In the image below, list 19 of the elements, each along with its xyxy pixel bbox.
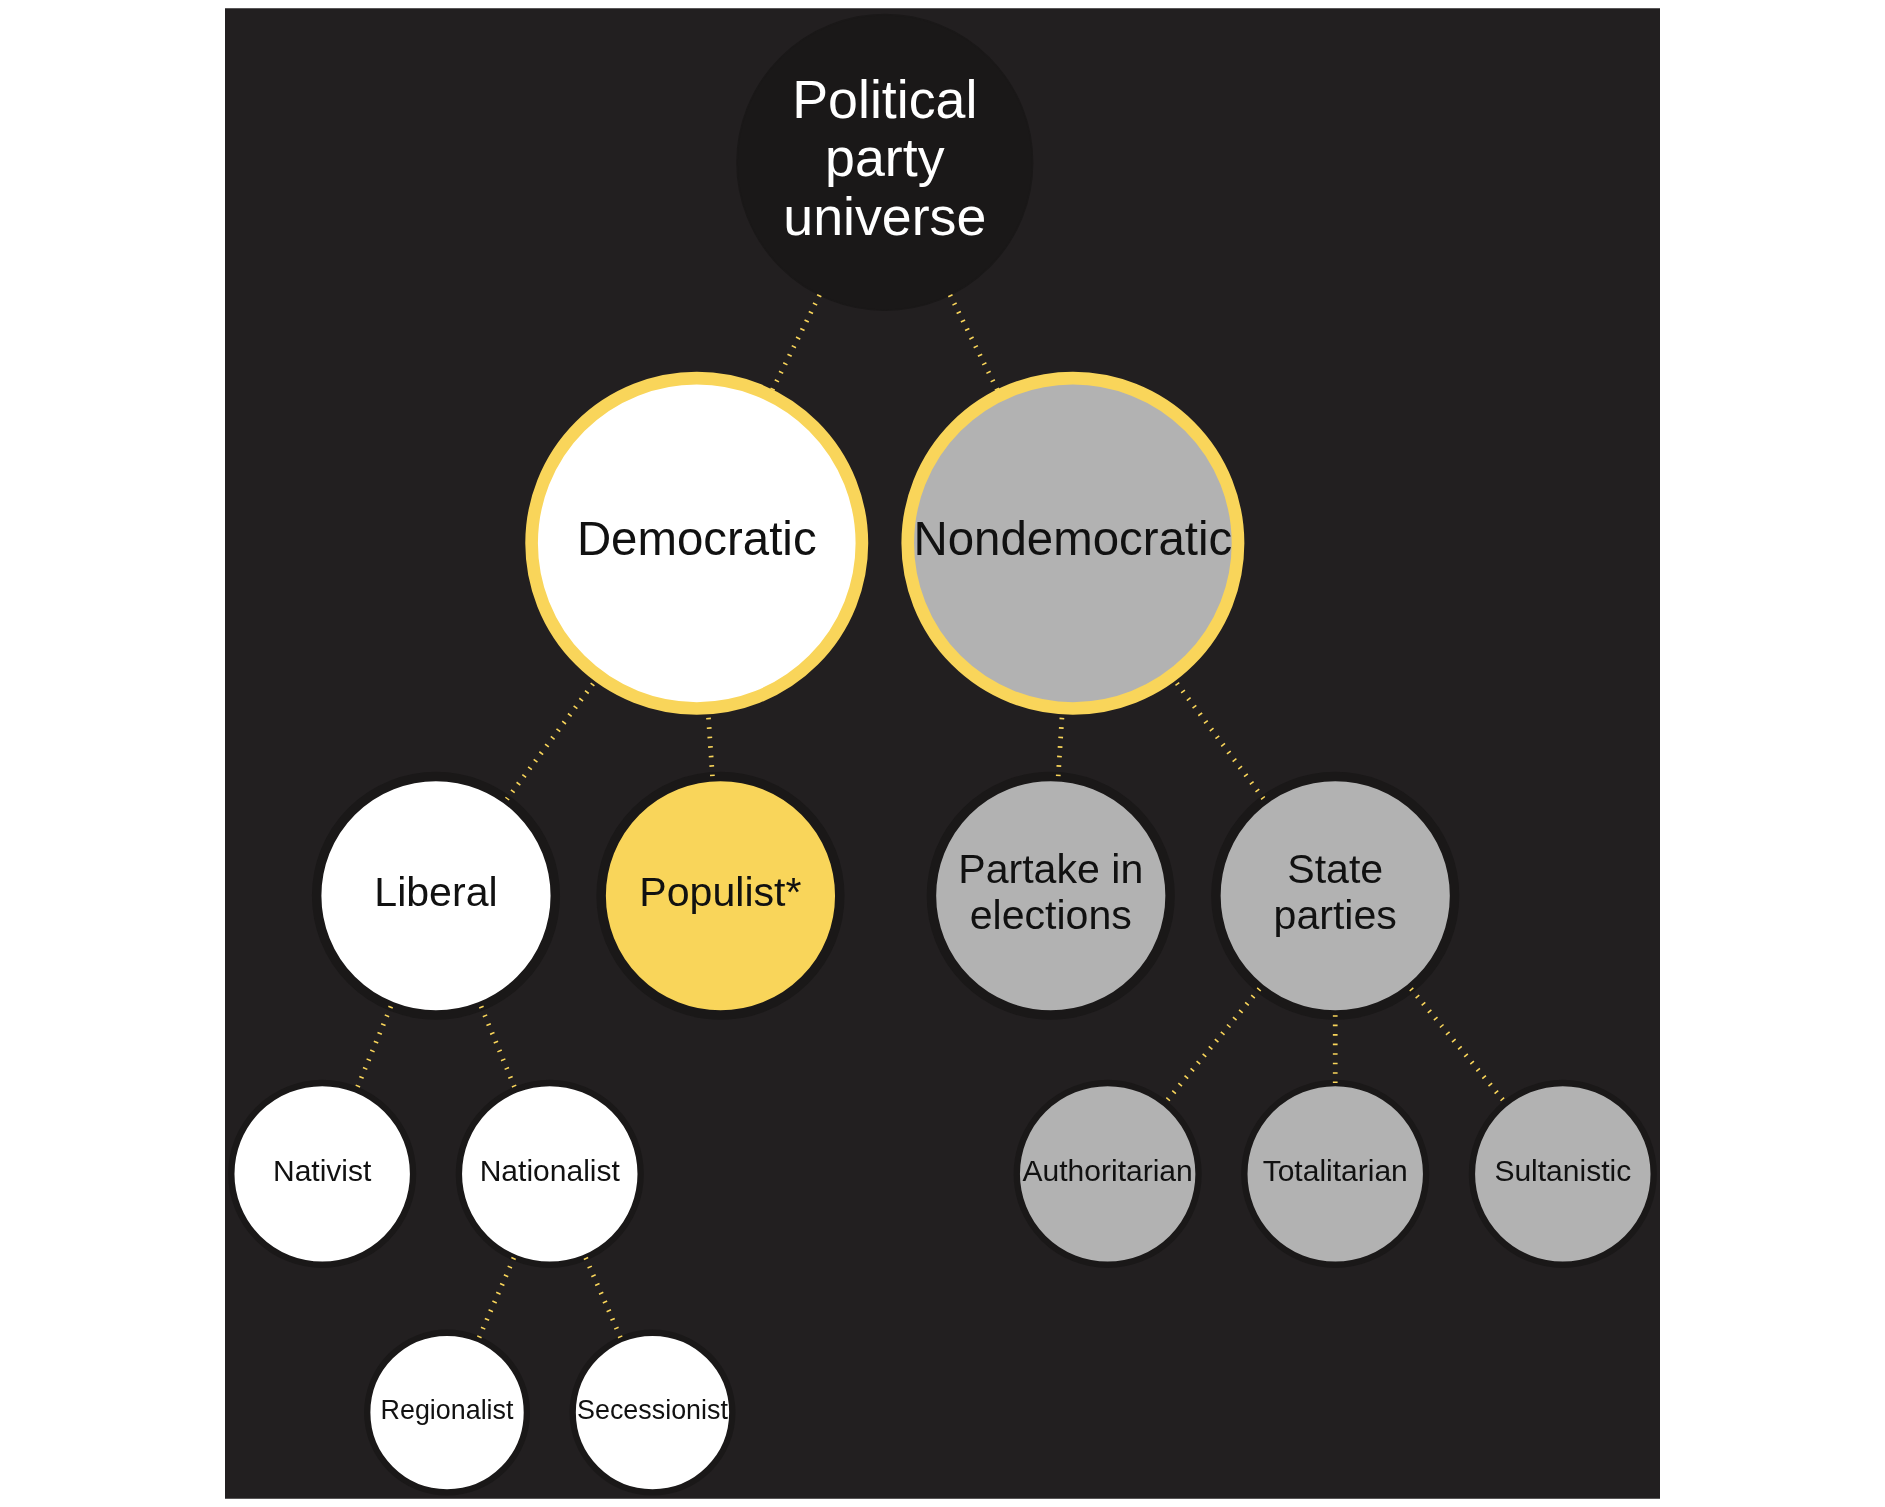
connector bbox=[354, 1005, 394, 1091]
node-circle: Nationalist bbox=[455, 1079, 644, 1268]
node-circle: Regionalist bbox=[364, 1329, 530, 1496]
node-circle: Political party universe bbox=[736, 13, 1034, 311]
connector bbox=[478, 1005, 518, 1091]
node-circle: Nativist bbox=[228, 1079, 417, 1268]
node-circle: State parties bbox=[1211, 771, 1460, 1020]
node-circle: Nondemocratic bbox=[901, 371, 1245, 715]
node-circle: Partake in elections bbox=[926, 771, 1175, 1020]
node-circle: Totalitarian bbox=[1241, 1079, 1430, 1268]
node-circle: Liberal bbox=[311, 771, 561, 1020]
node-circle: Populist* bbox=[596, 771, 845, 1020]
node-circle: Authoritarian bbox=[1013, 1079, 1202, 1268]
node-circle: Sultanistic bbox=[1468, 1079, 1657, 1268]
node-circle: Secessionist bbox=[569, 1329, 736, 1496]
connector bbox=[476, 1256, 517, 1340]
node-circle: Democratic bbox=[525, 371, 869, 715]
connector bbox=[583, 1256, 624, 1340]
connector bbox=[1332, 1015, 1338, 1083]
